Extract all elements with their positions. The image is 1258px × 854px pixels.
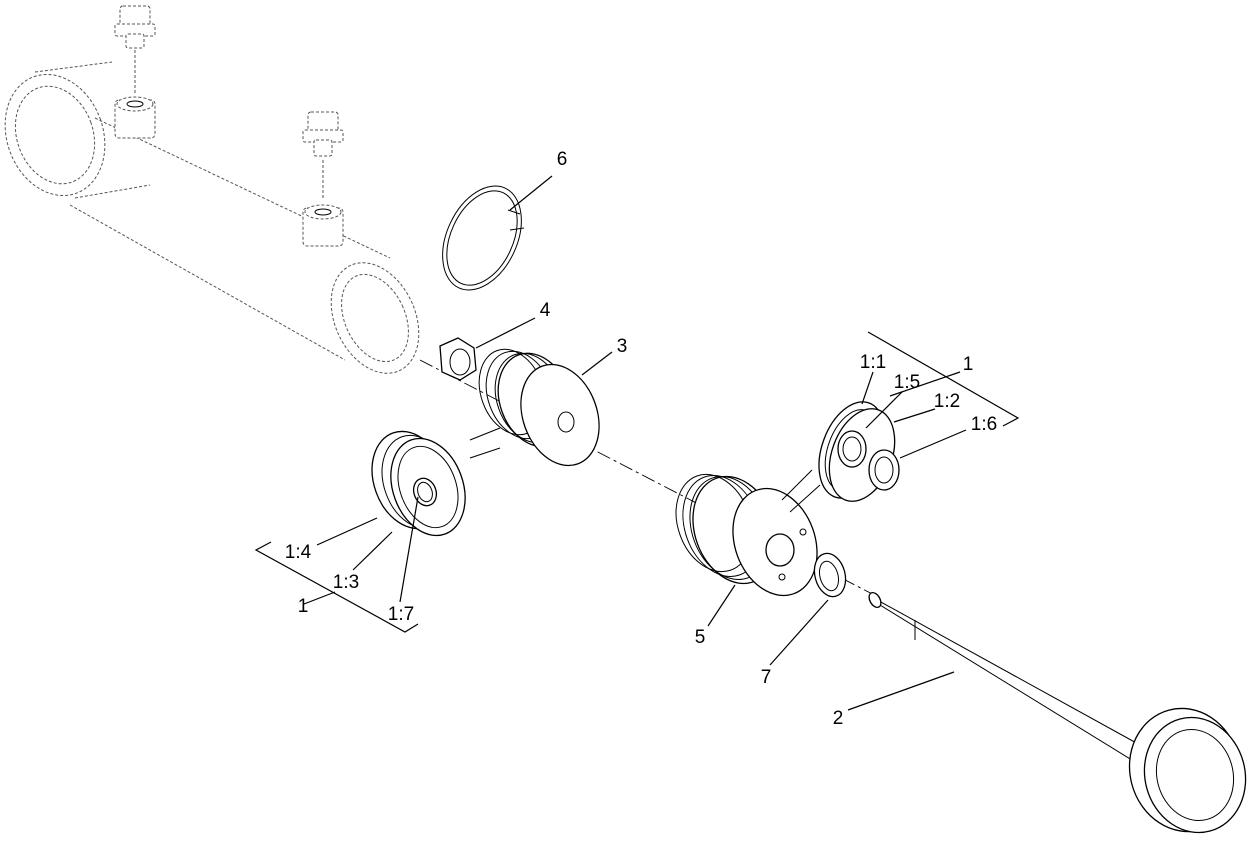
callout-4: 4	[540, 300, 551, 321]
callout-1-right: 1	[963, 354, 974, 375]
seal-kit-left	[371, 427, 501, 537]
callout-5: 5	[695, 627, 706, 648]
callout-2: 2	[833, 708, 844, 729]
callout-1-7: 1:7	[388, 604, 414, 625]
retaining-ring	[442, 185, 525, 291]
top-fitting	[114, 5, 156, 95]
washer	[813, 552, 847, 598]
gland	[675, 473, 818, 597]
callout-1-1: 1:1	[860, 352, 886, 373]
leader-lines	[254, 175, 1020, 711]
cylinder-barrel	[4, 61, 420, 374]
hex-nut	[439, 337, 477, 381]
piston	[478, 348, 600, 467]
callout-1-3: 1:3	[333, 572, 359, 593]
callout-3: 3	[617, 336, 628, 357]
seal-kit-right	[781, 401, 900, 513]
callout-1-left: 1	[298, 596, 309, 617]
middle-fitting	[302, 111, 344, 200]
callout-1-6: 1:6	[971, 414, 997, 435]
callout-1-4: 1:4	[285, 542, 312, 563]
callout-7: 7	[761, 667, 772, 688]
piston-rod	[868, 591, 1247, 834]
callout-6: 6	[557, 149, 568, 170]
callout-1-5: 1:5	[894, 372, 920, 393]
callout-labels: 6 4 3 1 1:1 1:5 1:2 1:6 1:4 1:3 1 1:7 5 …	[285, 149, 997, 729]
callout-1-2: 1:2	[934, 391, 960, 412]
